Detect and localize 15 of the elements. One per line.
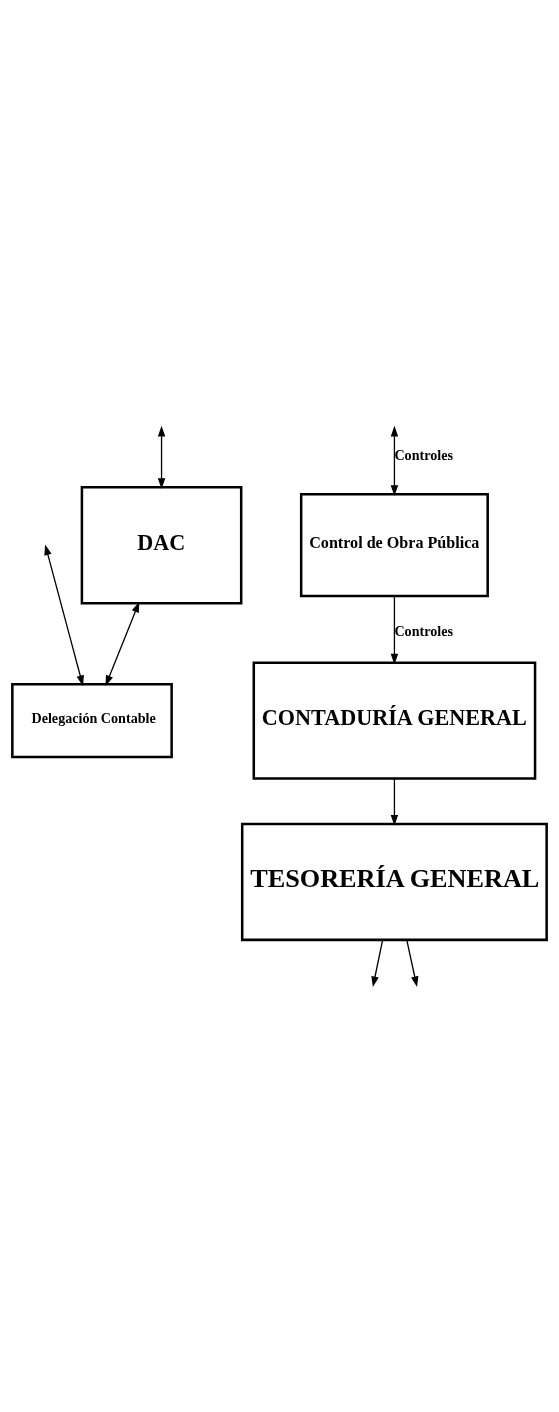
edge-label: Controles [394, 622, 453, 639]
node-box: Control de Obra Pública [299, 492, 489, 597]
node-box: CONTADURÍA GENERAL [252, 660, 537, 780]
arrow [390, 595, 399, 665]
edge-label: Controles [394, 446, 453, 463]
arrow [390, 425, 399, 496]
arrow [105, 601, 140, 686]
arrow [390, 777, 399, 826]
arrow [44, 543, 84, 686]
arrow [157, 425, 166, 489]
arrow [406, 938, 419, 987]
node-box: Delegación Contable [11, 682, 173, 758]
arrow [371, 938, 384, 987]
node-box: DAC [80, 485, 243, 604]
node-box: TESORERÍA GENERAL [240, 822, 548, 941]
